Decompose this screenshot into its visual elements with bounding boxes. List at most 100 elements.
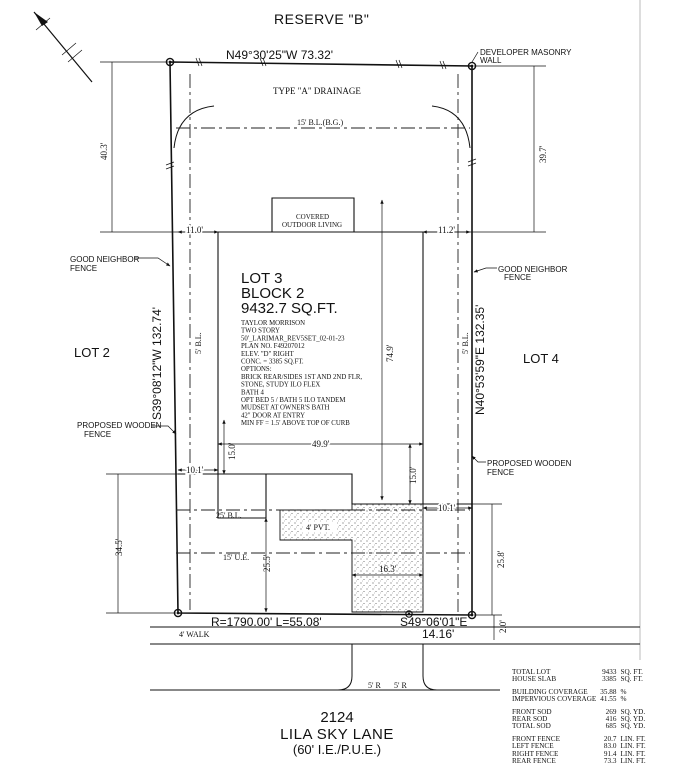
side-bl-right-label: 5' B.L. — [461, 332, 470, 354]
drainage-swale-left — [173, 105, 215, 149]
address-number: 2124 — [320, 709, 353, 726]
dim-49-9: 49.9' — [312, 439, 330, 449]
reserve-label: RESERVE "B" — [274, 11, 369, 27]
driveway-return-right — [422, 644, 438, 691]
coverage-value: 41.55 — [600, 695, 617, 704]
wood-fence-right-line1: PROPOSED WOODEN — [487, 459, 572, 468]
drainage-swale-right — [431, 105, 471, 149]
coverage-label: BUILDING COVERAGE — [512, 687, 588, 696]
dim-39-7: 39.7' — [538, 145, 548, 163]
pvt-label: 4' PVT. — [306, 523, 330, 532]
coverage-unit: LIN. FT. — [620, 734, 646, 743]
coverage-unit: SQ. FT. — [620, 668, 643, 676]
radius-left-label: 5' R — [368, 681, 381, 690]
ue-label: 15' U.E. — [223, 553, 249, 562]
dim-74-9: 74.9' — [385, 344, 395, 362]
south-tangent-bearing: S49°06'01"E — [400, 615, 467, 629]
good-neighbor-right-line2: FENCE — [504, 273, 531, 282]
developer-wall-line2: WALL — [480, 56, 502, 65]
lot-2-label: LOT 2 — [74, 345, 110, 360]
driveway-pavement — [279, 503, 424, 613]
north-arrow-icon — [33, 11, 93, 83]
row-description: (60' I.E./P.U.E.) — [293, 742, 381, 757]
coverage-unit: LIN. FT. — [620, 757, 646, 766]
coverage-unit: SQ. YD. — [620, 722, 646, 731]
wood-fence-left-line1: PROPOSED WOODEN — [77, 421, 162, 430]
fence-ticks — [165, 57, 477, 170]
dim-10-1-left: 10.1' — [186, 465, 204, 475]
front-bl-label: 25' B.L. — [216, 511, 242, 520]
north-bearing: N49°30'25"W 73.32' — [226, 48, 333, 62]
dim-2-0: 2.0' — [498, 620, 508, 633]
side-bl-left-label: 5' B.L. — [194, 332, 203, 354]
lot-area: 9432.7 SQ.FT. — [241, 300, 338, 317]
plan-note-line: 50'_LARIMAR_REV5SET_02-01-23 — [241, 335, 345, 342]
plan-note-line: OPT BED 5 / BATH 5 ILO TANDEM — [241, 397, 345, 404]
east-bearing: N40°53'59"E 132.35' — [473, 305, 487, 415]
good-neighbor-right-leader — [473, 267, 497, 273]
plan-note-line: BRICK REAR/SIDES 1ST AND 2ND FLR, — [241, 374, 362, 381]
coverage-value: 73.3 — [603, 757, 617, 766]
good-neighbor-left-line1: GOOD NEIGHBOR — [70, 255, 140, 264]
coverage-value: 83.0 — [603, 742, 617, 751]
developer-wall-leader — [471, 51, 479, 63]
coverage-label: HOUSE SLAB — [512, 675, 557, 684]
street-name: LILA SKY LANE — [280, 726, 394, 743]
dim-10-1-right: 10.1' — [438, 503, 456, 513]
coverage-unit: SQ. YD. — [620, 715, 646, 724]
coverage-label: REAR SOD — [512, 715, 548, 724]
coverage-label: FRONT FENCE — [512, 734, 560, 743]
coverage-unit: % — [620, 695, 627, 704]
walk-label: 4' WALK — [179, 630, 210, 639]
dim-15-0-right: 15.0' — [408, 466, 418, 484]
covered-living-line1: COVERED — [296, 213, 329, 221]
coverage-value: 3385 — [602, 675, 617, 684]
rear-bl-label: 15' B.L.(B.G.) — [297, 118, 343, 127]
wood-fence-right-leader — [471, 455, 486, 463]
south-tangent-length: 14.16' — [422, 627, 454, 641]
good-neighbor-left-leader — [134, 257, 171, 267]
dim-16-3: 16.3' — [379, 564, 397, 574]
plan-note-line: 42" DOOR AT ENTRY — [241, 412, 305, 419]
coverage-value: 20.7 — [603, 734, 617, 743]
dim-25-5: 25.5' — [262, 554, 272, 572]
plan-note-line: MIN FF = 1.5' ABOVE TOP OF CURB — [241, 420, 350, 427]
coverage-label: FRONT SOD — [512, 707, 552, 716]
wood-fence-right-line2: FENCE — [487, 468, 514, 477]
plan-note-line: TAYLOR MORRISON — [241, 320, 305, 327]
plan-note-line: CONC. = 3385 SQ.FT. — [241, 359, 304, 366]
wood-fence-left-line2: FENCE — [84, 430, 111, 439]
coverage-unit: SQ. FT. — [620, 675, 643, 684]
radius-right-label: 5' R — [394, 681, 407, 690]
plan-note-line: ELEV. "D" RIGHT — [241, 351, 295, 358]
plan-note-line: MUDSET AT OWNER'S BATH — [241, 405, 329, 412]
covered-living-line2: OUTDOOR LIVING — [282, 221, 342, 229]
coverage-label: TOTAL LOT — [512, 668, 551, 676]
plan-note-line: OPTIONS: — [241, 366, 272, 373]
coverage-label: LEFT FENCE — [512, 742, 554, 751]
pvt-label-bg — [303, 522, 337, 532]
block-number: BLOCK 2 — [241, 285, 304, 302]
plan-note-line: TWO STORY — [241, 328, 280, 335]
south-arc-curve: R=1790.00' L=55.08' — [211, 615, 322, 629]
dim-11-0: 11.0' — [186, 225, 203, 235]
developer-wall-line1: DEVELOPER MASONRY — [480, 48, 572, 57]
covered-outdoor-living — [271, 197, 355, 233]
lot-4-label: LOT 4 — [523, 351, 559, 366]
dim-11-2: 11.2' — [438, 225, 455, 235]
driveway-return-left — [337, 644, 353, 691]
coverage-value: 9433 — [602, 668, 617, 676]
coverage-label: TOTAL SOD — [512, 722, 551, 731]
